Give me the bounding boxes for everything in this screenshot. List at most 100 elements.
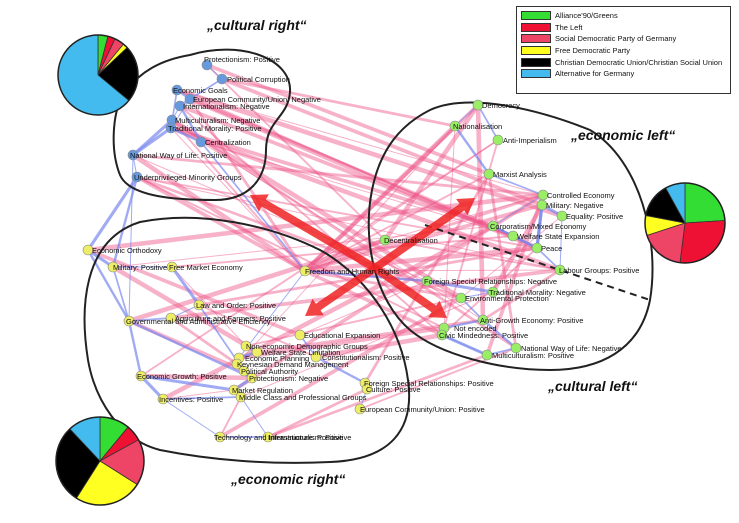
node-label: Multiculturalism: Positive	[492, 351, 574, 360]
blue-edge	[162, 396, 242, 400]
pink-edge	[304, 173, 490, 272]
pink-edge	[205, 63, 491, 176]
legend: Alliance'90/Greens The Left Social Democ…	[516, 6, 731, 94]
legend-swatch-greens	[521, 11, 551, 21]
economic-left-boundary	[367, 101, 654, 372]
pink-edge	[200, 141, 514, 237]
legend-swatch-afd	[521, 69, 551, 79]
direction-arrow	[372, 264, 447, 318]
pink-edge	[140, 139, 499, 377]
node-green	[554, 264, 566, 276]
pink-edge	[138, 373, 255, 381]
node-green	[492, 134, 504, 146]
blue-edge	[127, 319, 143, 378]
node-label: Law and Order: Positive	[196, 301, 276, 310]
pink-edge	[169, 117, 464, 301]
blue-edge	[178, 104, 203, 144]
pink-edge	[384, 194, 544, 241]
legend-label: Alternative for Germany	[555, 69, 635, 79]
node-yellow	[165, 312, 177, 324]
pink-edge	[490, 202, 545, 295]
node-green	[481, 349, 493, 361]
pink-edge	[240, 291, 494, 398]
legend-swatch-cdu	[521, 57, 551, 67]
direction-arrow	[250, 194, 377, 272]
blue-edge	[111, 175, 139, 269]
node-label: Military: Positive	[113, 263, 167, 272]
node-blue	[184, 93, 196, 105]
node-label: Economic Orthodoxy	[92, 246, 162, 255]
legend-swatch-spd	[521, 34, 551, 44]
node-label: Underprivileged Minority Groups	[134, 173, 242, 182]
legend-label: Social Democratic Party of Germany	[555, 34, 677, 44]
pink-edge	[135, 175, 307, 273]
pink-edge	[475, 102, 486, 323]
pink-edge	[169, 126, 495, 228]
region-label-cultural-left: „cultural left“	[547, 378, 637, 394]
blue-edge	[139, 374, 165, 401]
node-green	[455, 292, 467, 304]
node-yellow	[157, 393, 169, 405]
node-label: Governmental and Administrative Efficien…	[126, 317, 271, 326]
node-green	[421, 275, 433, 287]
pink-edge	[86, 248, 302, 337]
pink-edge-layer	[85, 63, 565, 439]
node-green	[449, 120, 461, 132]
node-label: Political Corruption	[227, 75, 290, 84]
node-label: Centralization	[205, 138, 251, 147]
node-label: Internationalism: Negative	[183, 102, 270, 111]
node-green	[483, 168, 495, 180]
node-label: Peace	[541, 244, 562, 253]
blue-edge	[128, 317, 172, 322]
node-yellow	[361, 383, 373, 395]
pink-edge	[170, 127, 306, 272]
node-yellow	[240, 340, 252, 352]
node-green	[472, 99, 484, 111]
node-label: Decentralisation	[384, 236, 438, 245]
direction-arrow	[372, 198, 475, 272]
blue-edge	[127, 319, 254, 380]
node-blue	[131, 171, 143, 183]
legend-label: The Left	[555, 22, 583, 32]
node-label: Traditional Morality: Positive	[168, 124, 262, 133]
node-blue	[127, 149, 139, 161]
node-green	[507, 230, 519, 242]
pink-edge	[303, 269, 463, 300]
node-green	[556, 210, 568, 222]
pink-edge	[174, 87, 565, 219]
pink-edge	[237, 326, 446, 360]
node-green	[536, 199, 548, 211]
legend-label: Alliance'90/Greens	[555, 11, 618, 21]
pink-edge	[485, 193, 545, 357]
direction-arrows	[250, 194, 475, 318]
node-label: Protectionism: Positive	[204, 55, 280, 64]
node-label: Non-economic Demographic Groups	[246, 342, 368, 351]
blue-edge	[112, 266, 130, 322]
node-label: Civic Mindedness: Positive	[439, 331, 528, 340]
node-green	[510, 342, 522, 354]
node-blue	[174, 100, 186, 112]
blue-edge	[162, 398, 221, 438]
node-yellow	[228, 384, 240, 396]
node-yellow	[251, 346, 263, 358]
node-label: Culture: Positive	[366, 385, 421, 394]
pink-edge	[219, 396, 242, 438]
legend-swatch-left	[521, 22, 551, 32]
node-label: Constitutionalism: Positive	[322, 353, 410, 362]
pink-edge	[136, 176, 561, 271]
node-green	[379, 234, 391, 246]
node-yellow	[123, 315, 135, 327]
node-label: Free Market Economy	[169, 263, 243, 272]
blue-edge	[492, 194, 544, 227]
blue-edge	[200, 141, 306, 272]
node-label: Nationalisation	[453, 122, 502, 131]
node-label: Environmental Protection	[465, 294, 549, 303]
direction-arrow	[305, 264, 378, 316]
pink-edge	[220, 77, 544, 207]
pink-edge	[206, 64, 386, 241]
node-label: Educational Expansion	[304, 331, 380, 340]
node-label: Middle Class and Professional Groups	[239, 393, 367, 402]
node-label: Corporatism/Mixed Economy	[490, 222, 587, 231]
pink-edge	[132, 154, 428, 282]
